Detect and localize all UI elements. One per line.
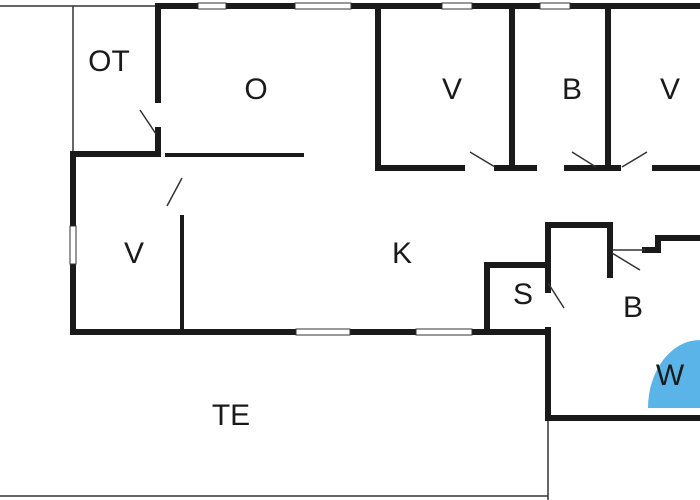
door-swings bbox=[139, 109, 648, 309]
room-label-ot: OT bbox=[88, 45, 130, 78]
room-label-v2: V bbox=[659, 73, 681, 106]
partitions bbox=[165, 153, 304, 330]
room-label-o: O bbox=[244, 73, 268, 106]
room-label-k: K bbox=[391, 237, 413, 270]
room-label-w: W bbox=[655, 359, 685, 392]
room-label-s: S bbox=[512, 278, 534, 311]
room-label-b1: B bbox=[561, 73, 583, 106]
windows bbox=[69, 2, 571, 336]
room-label-b2: B bbox=[622, 291, 644, 324]
terrace-outline bbox=[0, 5, 549, 500]
room-label-v1: V bbox=[441, 73, 463, 106]
whirlpool-shape bbox=[648, 340, 700, 408]
walls bbox=[70, 3, 700, 421]
room-label-te: TE bbox=[211, 399, 251, 432]
room-label-v3: V bbox=[123, 237, 145, 270]
